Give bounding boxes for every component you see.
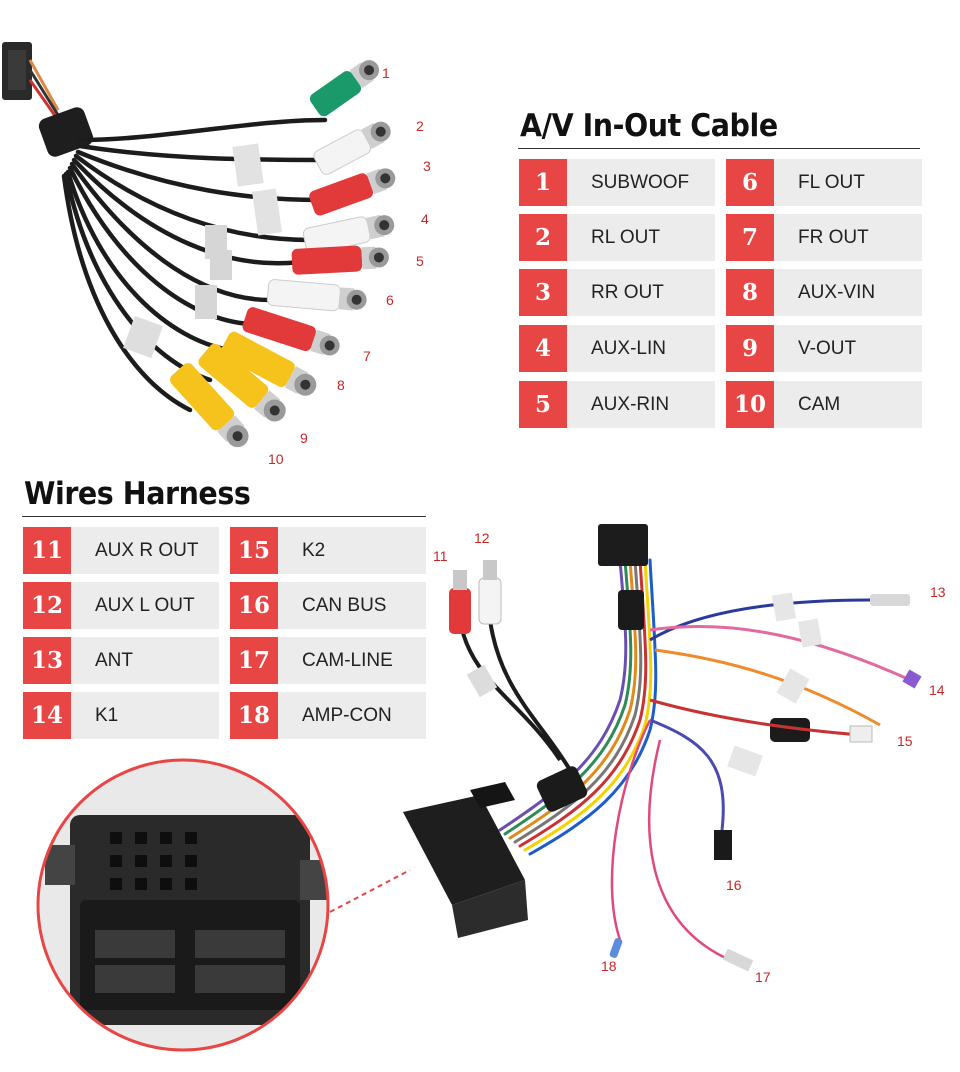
av-item-label: AUX-LIN bbox=[591, 338, 666, 359]
wires-section-title: Wires Harness bbox=[24, 476, 251, 512]
av-item: 2 RL OUT bbox=[519, 214, 715, 261]
rca-cable-bundle bbox=[2, 42, 396, 448]
wires-harness bbox=[329, 524, 922, 972]
av-item: 4 AUX-LIN bbox=[519, 325, 715, 372]
callout-5: 5 bbox=[416, 253, 424, 269]
connector-zoom bbox=[36, 758, 330, 1052]
wires-item: 16 CAN BUS bbox=[230, 582, 426, 629]
wires-item: 14 K1 bbox=[23, 692, 219, 739]
av-item-number: 9 bbox=[726, 325, 774, 372]
callout-6: 6 bbox=[386, 292, 394, 308]
callout-4: 4 bbox=[421, 211, 429, 227]
wires-item: 15 K2 bbox=[230, 527, 426, 574]
av-item: 5 AUX-RIN bbox=[519, 381, 715, 428]
wires-section-rule bbox=[22, 516, 426, 517]
av-item-number: 3 bbox=[519, 269, 567, 316]
av-item-label: RR OUT bbox=[591, 282, 664, 303]
av-item: 7 FR OUT bbox=[726, 214, 922, 261]
callout-11: 11 bbox=[433, 548, 448, 564]
av-item-number: 4 bbox=[519, 325, 567, 372]
wires-item: 11 AUX R OUT bbox=[23, 527, 219, 574]
wires-item-number: 12 bbox=[23, 582, 71, 629]
callout-18: 18 bbox=[601, 958, 617, 974]
wires-item: 18 AMP-CON bbox=[230, 692, 426, 739]
av-item-label: RL OUT bbox=[591, 227, 660, 248]
wires-item: 13 ANT bbox=[23, 637, 219, 684]
av-item-number: 2 bbox=[519, 214, 567, 261]
wires-item-label: AUX R OUT bbox=[95, 540, 199, 561]
wires-item-label: CAM-LINE bbox=[302, 650, 393, 671]
wires-item-number: 18 bbox=[230, 692, 278, 739]
av-item: 1 SUBWOOF bbox=[519, 159, 715, 206]
av-item-label: FR OUT bbox=[798, 227, 869, 248]
av-item-number: 7 bbox=[726, 214, 774, 261]
wires-item: 17 CAM-LINE bbox=[230, 637, 426, 684]
av-item-label: AUX-VIN bbox=[798, 282, 876, 303]
callout-7: 7 bbox=[363, 348, 371, 364]
callout-14: 14 bbox=[929, 682, 945, 698]
callout-3: 3 bbox=[423, 158, 431, 174]
wires-item-label: AUX L OUT bbox=[95, 595, 195, 616]
callout-1: 1 bbox=[382, 65, 390, 81]
wires-item-number: 17 bbox=[230, 637, 278, 684]
callout-15: 15 bbox=[897, 733, 913, 749]
wires-item-number: 13 bbox=[23, 637, 71, 684]
av-item-label: V-OUT bbox=[798, 338, 857, 359]
av-section-rule bbox=[518, 148, 920, 149]
callout-16: 16 bbox=[726, 877, 742, 893]
callout-2: 2 bbox=[416, 118, 424, 134]
callout-8: 8 bbox=[337, 377, 345, 393]
callout-9: 9 bbox=[300, 430, 308, 446]
av-item: 6 FL OUT bbox=[726, 159, 922, 206]
av-item-label: CAM bbox=[798, 394, 841, 415]
av-item-label: FL OUT bbox=[798, 172, 865, 193]
av-item: 9 V-OUT bbox=[726, 325, 922, 372]
av-item-number: 5 bbox=[519, 381, 567, 428]
wires-item-label: K1 bbox=[95, 705, 119, 726]
av-section-title: A/V In-Out Cable bbox=[520, 108, 778, 144]
av-item-number: 6 bbox=[726, 159, 774, 206]
av-item: 8 AUX-VIN bbox=[726, 269, 922, 316]
av-item-label: AUX-RIN bbox=[591, 394, 670, 415]
callout-10: 10 bbox=[268, 451, 284, 467]
callout-12: 12 bbox=[474, 530, 490, 546]
av-item: 3 RR OUT bbox=[519, 269, 715, 316]
wires-item-number: 11 bbox=[23, 527, 71, 574]
av-item-number: 1 bbox=[519, 159, 567, 206]
av-item-number: 8 bbox=[726, 269, 774, 316]
callout-13: 13 bbox=[930, 584, 946, 600]
wires-item-label: AMP-CON bbox=[302, 705, 392, 726]
wires-item-number: 14 bbox=[23, 692, 71, 739]
av-item: 10 CAM bbox=[726, 381, 922, 428]
wires-item-number: 16 bbox=[230, 582, 278, 629]
wires-item-number: 15 bbox=[230, 527, 278, 574]
callout-17: 17 bbox=[755, 969, 771, 985]
wires-item: 12 AUX L OUT bbox=[23, 582, 219, 629]
av-item-number: 10 bbox=[726, 381, 774, 428]
wires-item-label: ANT bbox=[95, 650, 133, 671]
wires-item-label: K2 bbox=[302, 540, 326, 561]
av-item-label: SUBWOOF bbox=[591, 172, 690, 193]
wires-item-label: CAN BUS bbox=[302, 595, 387, 616]
